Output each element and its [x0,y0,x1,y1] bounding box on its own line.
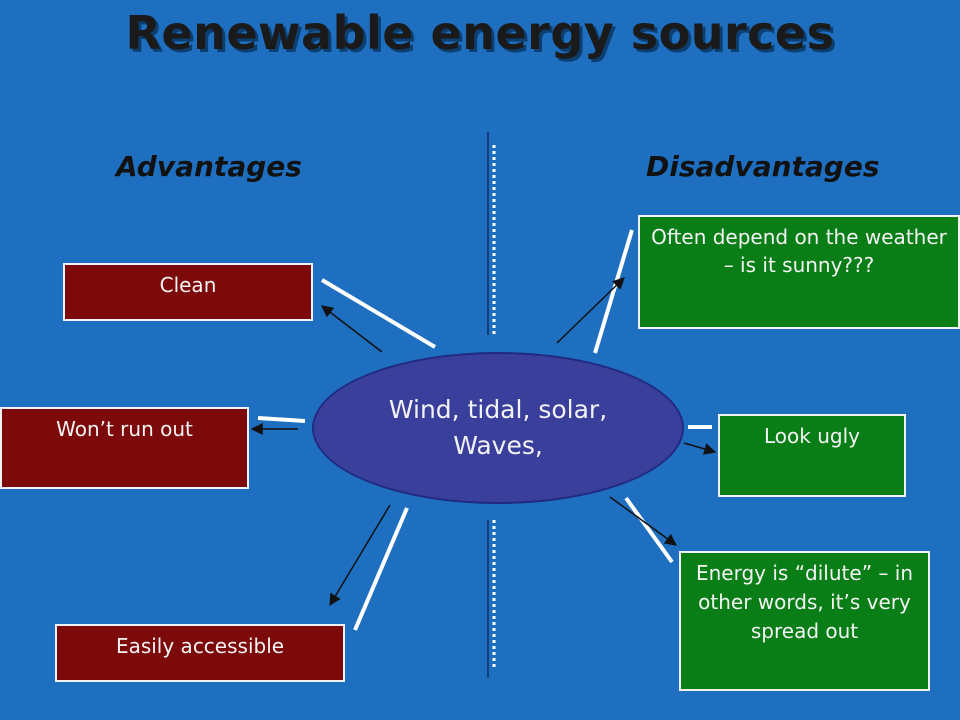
line-weather [593,229,634,354]
arrow-dilute [609,496,677,546]
disadvantage-box-look-ugly: Look ugly [718,414,906,497]
disadvantages-heading: Disadvantages [646,150,880,183]
arrow-easily [329,504,391,607]
advantage-box-easily-accessible: Easily accessible [55,624,345,682]
advantages-heading: Advantages [116,150,302,183]
line-wont-run-out [257,416,306,423]
advantage-box-wont-run-out: Won’t run out [0,407,249,489]
line-easily [353,507,409,631]
hub-ellipse: Wind, tidal, solar, Waves, [312,352,684,504]
disadvantage-box-weather: Often depend on the weather – is it sunn… [638,215,960,329]
arrow-weather [556,277,625,344]
page-title: Renewable energy sources [125,6,835,60]
advantage-box-clean: Clean [63,263,313,321]
line-dilute [624,496,674,564]
arrow-look-ugly [683,442,717,455]
line-clean [320,278,437,349]
hub-text: Wind, tidal, solar, Waves, [388,394,608,460]
arrow-clean [321,305,383,353]
disadvantage-box-dilute: Energy is “dilute” – in other words, it’… [679,551,930,691]
